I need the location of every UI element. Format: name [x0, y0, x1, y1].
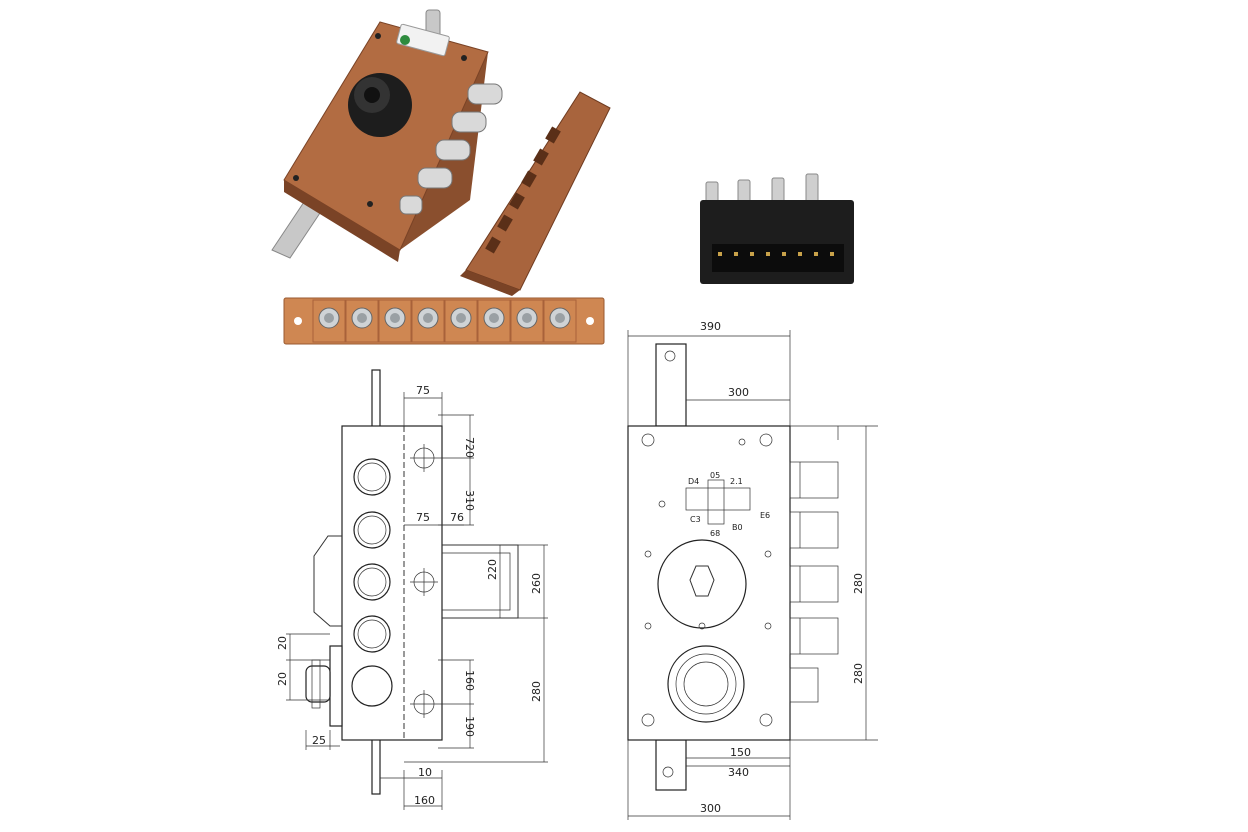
dim-bottom-total: 300	[700, 802, 721, 815]
detail-top: 05	[710, 471, 720, 480]
terminal-screw-head	[456, 313, 466, 323]
dim-inner-b: 76	[450, 511, 464, 524]
terminal-screw-head	[390, 313, 400, 323]
terminal-segment	[477, 299, 511, 343]
strike-photo	[460, 91, 611, 296]
detail-d4: D4	[688, 477, 699, 486]
detail-left: C3	[690, 515, 701, 524]
dim-lower-a: 160	[463, 670, 476, 691]
terminal-segment	[411, 299, 445, 343]
dim-bottom-a: 150	[730, 746, 751, 759]
terminal-segment	[444, 299, 478, 343]
dim-bottom-b: 340	[728, 766, 749, 779]
terminal-screw-head	[522, 313, 532, 323]
dim-height-upper: 280	[852, 573, 865, 594]
dim-deadbolt-h: 220	[486, 559, 499, 580]
terminal-segment	[510, 299, 544, 343]
front-view-drawing: D4 05 2.1 E6 B0 68 C3	[627, 320, 878, 820]
dim-knob-a: 20	[276, 636, 289, 650]
terminal-screw-head	[489, 313, 499, 323]
dim-width-inner: 300	[728, 386, 749, 399]
detail-b0: B0	[732, 523, 743, 532]
terminal-segment	[543, 299, 577, 343]
lock-photo	[271, 9, 503, 262]
dim-bottom-b: 160	[414, 794, 435, 807]
terminal-segment	[312, 299, 346, 343]
dim-height-lower: 280	[852, 663, 865, 684]
dim-bottom-a: 10	[418, 766, 432, 779]
dim-deadbolt-total: 260	[530, 573, 543, 594]
dim-inner-a: 75	[416, 511, 430, 524]
dim-top-offset: 75	[416, 384, 430, 397]
terminal-screw-head	[324, 313, 334, 323]
brand-logo	[400, 35, 410, 45]
dim-top-pitch: 720	[463, 437, 476, 458]
terminal-segment	[345, 299, 379, 343]
detail-c6: 68	[710, 529, 720, 538]
bolt-cylinders	[399, 83, 503, 215]
detail-r21: 2.1	[730, 477, 743, 486]
terminal-screw-head	[555, 313, 565, 323]
dim-knob-b: 20	[276, 672, 289, 686]
connector-photo	[700, 173, 854, 284]
dim-mid-pitch: 310	[463, 490, 476, 511]
dim-lower-c: 190	[463, 716, 476, 737]
dim-knob-depth: 25	[312, 734, 326, 747]
terminal-screw-head	[357, 313, 367, 323]
dim-width-total: 390	[700, 320, 721, 333]
detail-e6: E6	[760, 511, 770, 520]
dim-lower-b: 280	[530, 681, 543, 702]
terminal-screw-head	[423, 313, 433, 323]
terminal-bar-photo	[283, 297, 605, 345]
side-view-drawing: 75 720 310 75 76 220 260 280 160 190 20 …	[276, 369, 548, 810]
terminal-segment	[378, 299, 412, 343]
